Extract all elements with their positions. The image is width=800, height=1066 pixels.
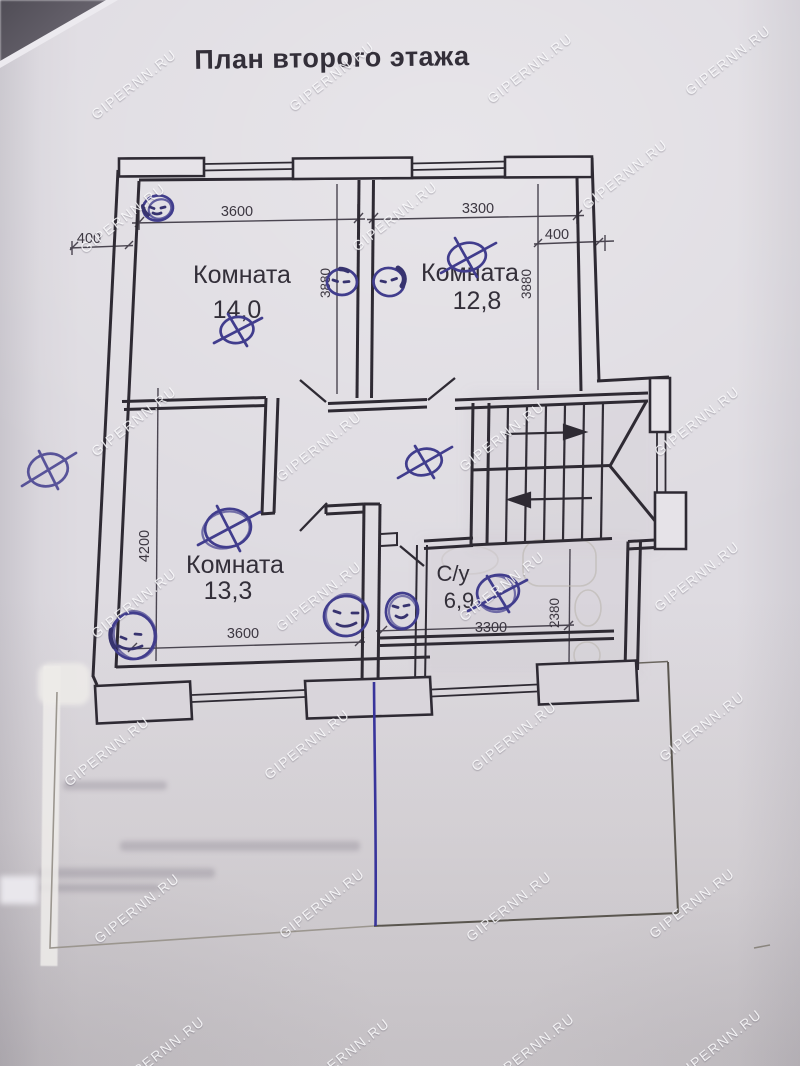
svg-text:GIPERNN.RU: GIPERNN.RU	[301, 1015, 393, 1066]
svg-text:GIPERNN.RU: GIPERNN.RU	[88, 565, 180, 642]
svg-text:GIPERNN.RU: GIPERNN.RU	[116, 1013, 208, 1066]
svg-text:GIPERNN.RU: GIPERNN.RU	[88, 46, 180, 123]
svg-text:3600: 3600	[227, 626, 259, 642]
svg-text:GIPERNN.RU: GIPERNN.RU	[273, 408, 365, 485]
svg-text:GIPERNN.RU: GIPERNN.RU	[484, 30, 576, 107]
svg-text:GIPERNN.RU: GIPERNN.RU	[463, 868, 555, 945]
svg-text:GIPERNN.RU: GIPERNN.RU	[468, 698, 560, 775]
svg-text:GIPERNN.RU: GIPERNN.RU	[682, 22, 774, 99]
svg-text:3300: 3300	[462, 201, 494, 217]
svg-text:12,8: 12,8	[453, 287, 502, 315]
svg-text:GIPERNN.RU: GIPERNN.RU	[486, 1010, 578, 1066]
svg-text:14,0: 14,0	[213, 296, 262, 324]
svg-text:400: 400	[545, 227, 569, 243]
svg-text:2380: 2380	[547, 598, 562, 628]
svg-text:Комната: Комната	[193, 261, 291, 289]
svg-text:13,3: 13,3	[204, 577, 253, 605]
svg-text:6,9: 6,9	[444, 588, 475, 613]
svg-text:3300: 3300	[475, 620, 507, 636]
svg-text:3600: 3600	[221, 204, 253, 220]
svg-text:GIPERNN.RU: GIPERNN.RU	[91, 870, 183, 947]
svg-text:GIPERNN.RU: GIPERNN.RU	[88, 383, 180, 460]
svg-text:400: 400	[77, 231, 101, 247]
svg-text:План второго этажа: План второго этажа	[194, 41, 470, 75]
svg-text:С/у: С/у	[437, 561, 470, 586]
svg-text:3880: 3880	[519, 269, 534, 299]
svg-text:Комната: Комната	[186, 551, 284, 579]
svg-text:GIPERNN.RU: GIPERNN.RU	[646, 865, 738, 942]
svg-text:GIPERNN.RU: GIPERNN.RU	[673, 1006, 765, 1066]
svg-text:GIPERNN.RU: GIPERNN.RU	[349, 178, 441, 255]
svg-text:4200: 4200	[137, 530, 153, 562]
